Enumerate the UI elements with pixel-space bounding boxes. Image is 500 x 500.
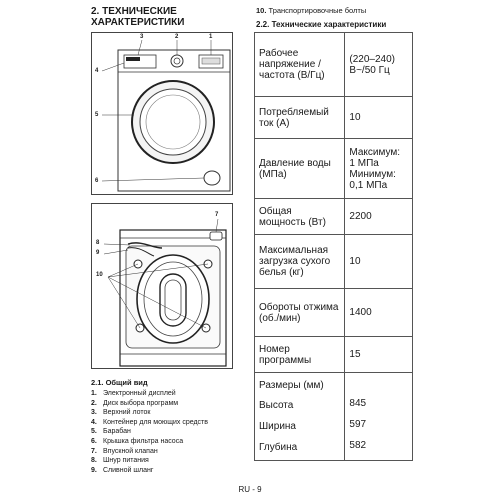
list-item: 9.Сливной шланг <box>91 466 154 474</box>
section-title: 2. ТЕХНИЧЕСКИЕ ХАРАКТЕРИСТИКИ <box>91 6 185 28</box>
list-item: 8.Шнур питания <box>91 457 149 465</box>
width-label: Ширина <box>259 420 296 432</box>
parts-list: 1.Электронный дисплей 2.Диск выбора прог… <box>91 389 208 475</box>
depth-value: 582 <box>349 440 367 451</box>
specs-table: Рабочее напряжение / частота (В/Гц) (220… <box>253 32 413 461</box>
front-view-figure: 3 2 1 4 5 6 <box>91 32 233 195</box>
dimensions-labels: Размеры (мм) Высота Ширина Глубина <box>253 372 346 461</box>
spec-value: 1400 <box>344 288 413 337</box>
callout-2: 2 <box>175 34 179 40</box>
list-item: 4.Контейнер для моющих средств <box>91 418 208 426</box>
spec-label: Давление воды (МПа) <box>253 138 346 199</box>
washer-front-drawing <box>101 39 231 192</box>
list-item: 5.Барабан <box>91 428 131 436</box>
dimensions-values: 845 597 582 <box>344 372 413 461</box>
spec-label: Обороты отжима (об./мин) <box>253 288 346 337</box>
spec-value: Максимум: 1 МПа Минимум: 0,1 МПа <box>344 138 413 199</box>
height-label: Высота <box>259 399 294 411</box>
spec-label: Общая мощность (Вт) <box>253 198 346 235</box>
height-value: 845 <box>349 398 367 409</box>
list-item: 7.Впускной клапан <box>91 447 158 455</box>
rear-view-figure: 7 8 9 10 <box>91 203 233 369</box>
spec-label: Рабочее напряжение / частота (В/Гц) <box>253 32 346 97</box>
depth-label: Глубина <box>259 441 298 453</box>
width-value: 597 <box>349 419 367 430</box>
callout-5: 5 <box>95 112 99 118</box>
list-item: 3.Верхний лоток <box>91 409 151 417</box>
table-row: Размеры (мм) Высота Ширина Глубина 845 5… <box>253 372 413 461</box>
callout-6: 6 <box>95 178 99 184</box>
spec-label: Максимальная загрузка сухого белья (кг) <box>253 234 346 289</box>
list-item: 1.Электронный дисплей <box>91 390 176 397</box>
table-row: Номер программы 15 <box>253 336 413 373</box>
page-number: RU - 9 <box>238 485 262 494</box>
table-row: Давление воды (МПа) Максимум: 1 МПа Мини… <box>253 138 413 199</box>
spec-value: 10 <box>344 96 413 139</box>
table-row: Общая мощность (Вт) 2200 <box>253 198 413 235</box>
spec-value: 10 <box>344 234 413 289</box>
callout-10: 10 <box>96 272 103 278</box>
table-row: Потребляемый ток (А) 10 <box>253 96 413 139</box>
callout-8: 8 <box>96 240 100 246</box>
spec-value: 2200 <box>344 198 413 235</box>
specs-heading: 2.2. Технические характеристики <box>256 20 387 29</box>
table-row: Рабочее напряжение / частота (В/Гц) (220… <box>253 32 413 97</box>
spec-value: 15 <box>344 336 413 373</box>
spec-value: (220–240) В~/50 Гц <box>344 32 413 97</box>
table-row: Максимальная загрузка сухого белья (кг) … <box>253 234 413 289</box>
table-row: Обороты отжима (об./мин) 1400 <box>253 288 413 337</box>
note-transport-bolts: 10. Транспортировочные болты <box>256 6 367 15</box>
callout-1: 1 <box>209 34 213 40</box>
list-item: 6.Крышка фильтра насоса <box>91 437 184 445</box>
callout-7: 7 <box>215 212 219 218</box>
list-item: 2.Диск выбора программ <box>91 399 179 407</box>
spec-label: Номер программы <box>253 336 346 373</box>
washer-rear-drawing <box>103 218 227 367</box>
spec-label: Потребляемый ток (А) <box>253 96 346 139</box>
callout-3: 3 <box>140 34 144 40</box>
dimensions-heading: Размеры (мм) <box>259 379 324 391</box>
overview-heading: 2.1. Общий вид <box>91 378 148 387</box>
callout-9: 9 <box>96 250 100 256</box>
callout-4: 4 <box>95 68 99 74</box>
